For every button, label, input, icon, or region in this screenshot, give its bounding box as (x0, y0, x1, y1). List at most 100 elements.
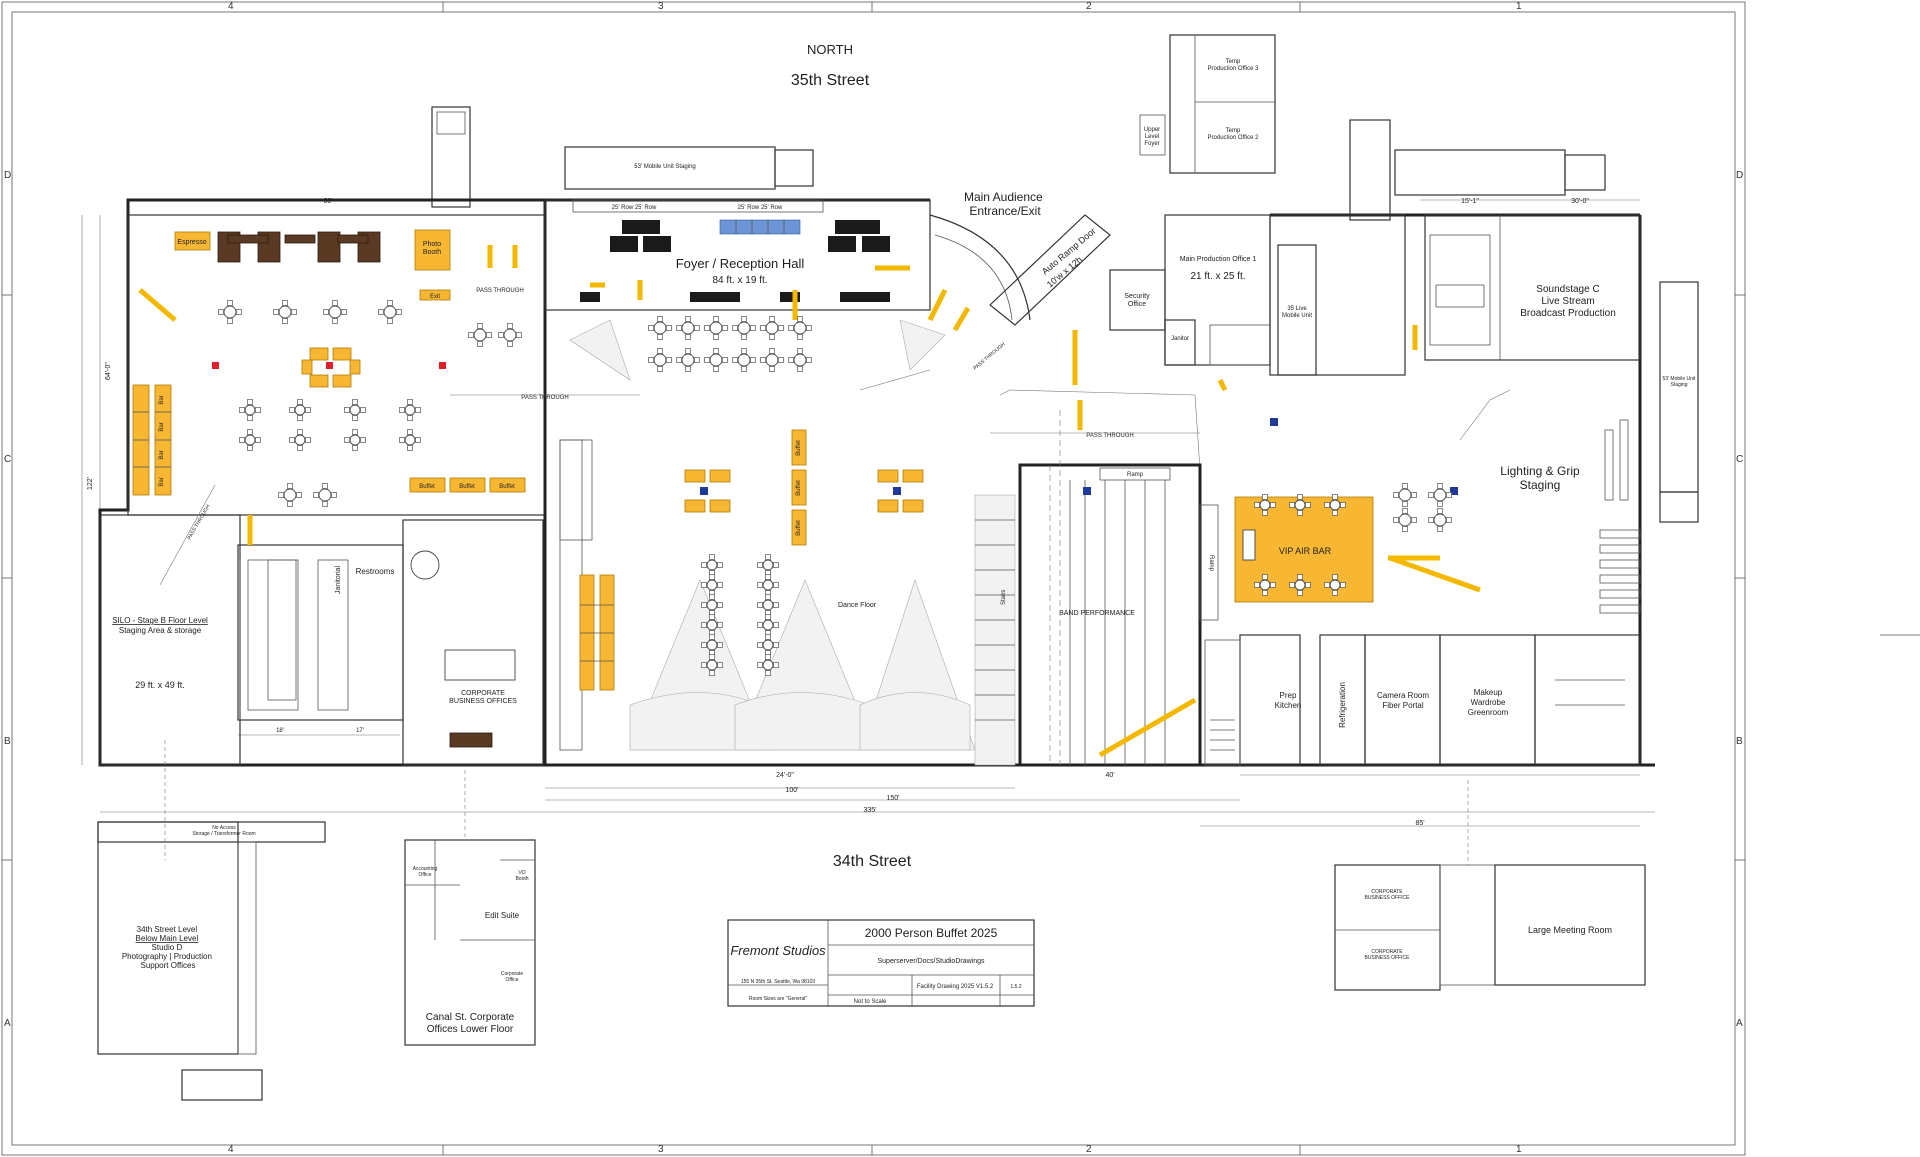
chair (704, 357, 710, 363)
chair (676, 325, 682, 331)
west-bars (132, 384, 172, 496)
chair (648, 357, 654, 363)
chair (378, 309, 384, 315)
chair (709, 554, 715, 560)
chair (218, 309, 224, 315)
janitorial-label: Janitorial (335, 566, 342, 594)
round-table (762, 579, 774, 591)
chair (709, 634, 715, 640)
large-meeting-room (1494, 864, 1646, 986)
upper-level-offices (1169, 34, 1276, 174)
chair (313, 492, 319, 498)
title-rev: 1.5.2 (1010, 984, 1021, 990)
round-table (706, 659, 718, 671)
title-address: 155 N 35th St. Seattle, Wa 98103 (741, 979, 816, 985)
chair (1324, 502, 1330, 508)
chair (1411, 517, 1417, 523)
inner-border (11, 11, 1736, 1146)
chair (797, 316, 803, 322)
chair (287, 483, 293, 489)
round-table (1294, 499, 1306, 511)
chair (797, 334, 803, 340)
chair (769, 334, 775, 340)
janitor-room (1164, 319, 1196, 366)
chair (387, 318, 393, 324)
round-table (1433, 488, 1447, 502)
chair (239, 407, 245, 413)
buffet-cluster-west (301, 347, 361, 388)
chair (722, 357, 728, 363)
round-table (653, 321, 667, 335)
chair (289, 437, 295, 443)
chair (765, 574, 771, 580)
round-table (762, 659, 774, 671)
red-marker-3 (326, 362, 333, 369)
vip-bar-label: VIP AIR BAR (1279, 546, 1332, 556)
chair (1446, 492, 1452, 498)
round-table (1259, 499, 1271, 511)
auto-ramp (989, 214, 1111, 326)
chair (694, 357, 700, 363)
chair (255, 407, 261, 413)
silo-stage-b (99, 514, 241, 766)
live-mobile-unit (1277, 244, 1317, 376)
chair (1305, 582, 1311, 588)
chair (352, 415, 358, 421)
exit-label: Exit (430, 294, 440, 300)
outer-border (1, 1, 1746, 1156)
truck-right-1 (1349, 119, 1391, 221)
mobile-unit-left-label: 53' Mobile Unit Staging (634, 164, 696, 170)
round-table (706, 559, 718, 571)
chair (1437, 508, 1443, 514)
chair (709, 574, 715, 580)
chair (1262, 494, 1268, 500)
chair (486, 332, 492, 338)
chair (247, 445, 253, 451)
chair (255, 437, 261, 443)
chair (297, 399, 303, 405)
west-hall-wall (98, 198, 547, 767)
buffet-center-3-label: Buffet (796, 520, 802, 536)
chair (1332, 574, 1338, 580)
chair (757, 622, 763, 628)
side-risers (974, 494, 1016, 766)
chair (273, 309, 279, 315)
dim-left-outer: 122' (87, 477, 94, 490)
pass-through-silo: PASS THROUGH (187, 503, 212, 541)
chair (1402, 508, 1408, 514)
round-table (383, 305, 397, 319)
no-access-storage (97, 821, 326, 843)
chair (806, 325, 812, 331)
pass-through-center: PASS THROUGH (521, 395, 568, 401)
chair (773, 662, 779, 668)
chair (1428, 517, 1434, 523)
chair (516, 332, 522, 338)
janitor-label: Janitor (1171, 336, 1189, 342)
foyer-black-sofa-1 (622, 220, 660, 234)
chair (778, 325, 784, 331)
grid-col-bottom-4: 1 (1516, 1144, 1522, 1155)
chair (1305, 502, 1311, 508)
ramp-label-side: Ramp (1208, 555, 1214, 572)
buffet-west-3 (489, 477, 526, 493)
buffet-center-2-label: Buffet (796, 480, 802, 496)
chair (407, 415, 413, 421)
main-entrance-label: Main Audience Entrance/Exit (964, 190, 1046, 218)
chair (769, 348, 775, 354)
east-restrooms (1534, 634, 1641, 766)
chair (788, 357, 794, 363)
chair (278, 492, 284, 498)
chair (332, 300, 338, 306)
chair (1270, 582, 1276, 588)
chair (769, 366, 775, 372)
chair (657, 366, 663, 372)
chair (713, 348, 719, 354)
chair (1297, 574, 1303, 580)
round-table (681, 353, 695, 367)
chair (666, 325, 672, 331)
chair (236, 309, 242, 315)
